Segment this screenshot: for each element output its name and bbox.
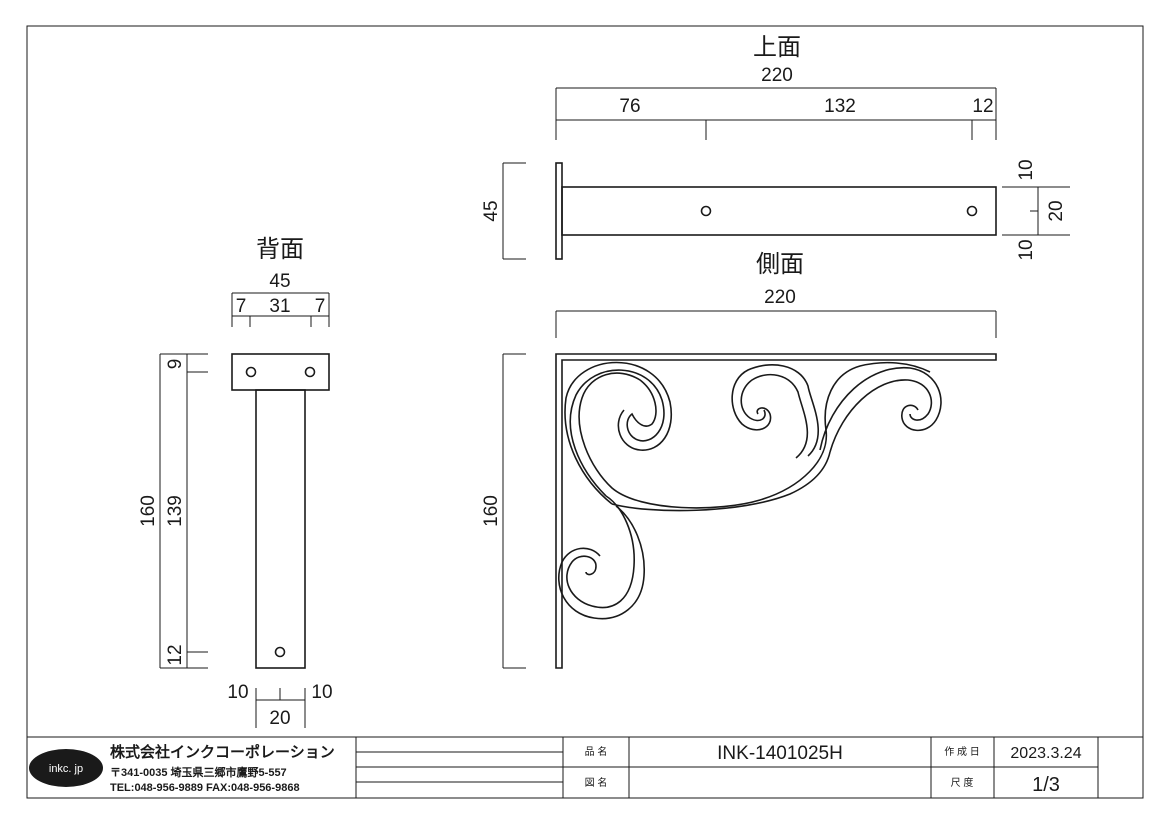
back-seg-right-label: 7: [315, 296, 326, 317]
scale-label: 尺 度: [951, 776, 974, 789]
product-name-value: INK-1401025H: [717, 743, 843, 764]
company-address: 〒341-0035 埼玉県三郷市鷹野5-557: [110, 765, 287, 779]
side-width-label: 220: [764, 287, 796, 308]
top-hole-spacing-label: 20: [1046, 200, 1067, 221]
back-top-offset-label: 9: [165, 359, 186, 370]
top-hole-2: [966, 205, 978, 217]
product-name-label: 品 名: [585, 745, 608, 758]
side-view-title: 側面: [756, 251, 804, 278]
middle-scroll-inner: [740, 373, 809, 459]
top-height-label: 45: [481, 200, 502, 221]
top-view-title: 上面: [753, 34, 801, 61]
back-hole-right: [304, 366, 316, 378]
back-view-title: 背面: [256, 236, 304, 263]
back-view: 背面 45 7 31 7 160 9 139 12 10 10 2: [138, 236, 333, 729]
right-scroll-outer: [819, 366, 942, 451]
lower-scroll-outer: [566, 495, 635, 609]
back-bottom-left-label: 10: [227, 682, 248, 703]
top-wall-plate: [555, 162, 563, 260]
back-hole-bottom: [274, 646, 286, 658]
back-arm: [255, 389, 306, 669]
main-scroll-inner: [564, 361, 673, 505]
top-edge-bottom-label: 10: [1016, 239, 1037, 260]
company-logo: [29, 749, 103, 787]
back-hole-left: [245, 366, 257, 378]
scale-value: 1/3: [1032, 774, 1060, 796]
right-scroll-inner: [829, 379, 933, 453]
back-width-label: 45: [269, 271, 290, 292]
company-contact: TEL:048-956-9889 FAX:048-956-9868: [110, 782, 300, 794]
logo-text: inkc. jp: [49, 763, 83, 775]
back-height-label: 160: [138, 495, 159, 527]
top-view: 上面 220 76 132 12 45 10 20 10: [481, 34, 1070, 261]
top-segment-1-label: 76: [619, 96, 640, 117]
title-block: inkc. jp 株式会社インクコーポレーション 〒341-0035 埼玉県三郷…: [27, 736, 1143, 798]
side-decorative-scroll: [558, 361, 942, 620]
lower-scroll-inner: [558, 505, 645, 620]
back-mid-length-label: 139: [165, 495, 186, 527]
date-value: 2023.3.24: [1010, 745, 1081, 762]
top-arm: [561, 186, 997, 236]
top-edge-top-label: 10: [1016, 159, 1037, 180]
back-bottom-right-label: 10: [311, 682, 332, 703]
date-label: 作 成 日: [944, 746, 980, 758]
back-seg-mid-label: 31: [269, 296, 290, 317]
top-segment-3-label: 12: [972, 96, 993, 117]
side-view: 側面 220 160: [481, 251, 997, 669]
company-name: 株式会社インクコーポレーション: [110, 743, 335, 761]
top-hole-1: [700, 205, 712, 217]
back-seg-left-label: 7: [236, 296, 247, 317]
main-scroll-base: [611, 451, 831, 512]
back-bottom-width-label: 20: [269, 708, 290, 729]
top-overall-width-label: 220: [761, 65, 793, 86]
side-bracket-frame: [555, 353, 997, 669]
side-height-label: 160: [481, 495, 502, 527]
back-bottom-offset-label: 12: [165, 644, 186, 665]
top-segment-2-label: 132: [824, 96, 856, 117]
drawing-name-label: 図 名: [585, 776, 608, 789]
main-scroll-outer: [569, 361, 931, 509]
middle-scroll-outer: [731, 364, 819, 457]
sheet-border: [26, 25, 1144, 799]
